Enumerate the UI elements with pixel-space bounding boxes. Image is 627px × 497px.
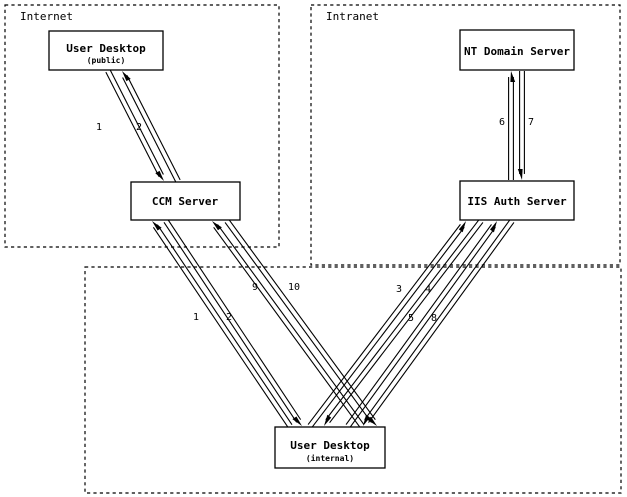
arrow-head-flow-7 [517, 169, 523, 180]
node-user-desktop-internal[interactable]: User Desktop(internal) [274, 426, 386, 469]
flow-flow-2-internal [163, 219, 302, 426]
node-nt-domain-server[interactable]: NT Domain Server [459, 29, 575, 71]
step-label-flow-10: 10 [288, 282, 300, 293]
arrow-head-flow-4 [324, 414, 332, 426]
flow-flow-8 [363, 219, 515, 426]
flow-flow-2-public [122, 71, 181, 183]
zone-label-intranet: Intranet [326, 10, 379, 23]
node-box-nt-domain-server[interactable] [459, 29, 575, 71]
zone-boundaries-group: Internet Intranet [4, 4, 622, 494]
node-ccm-server[interactable]: CCM Server [130, 181, 241, 221]
node-label-iis-auth-server: IIS Auth Server [467, 195, 567, 208]
step-label-flow-3: 3 [396, 284, 402, 295]
arrow-head-flow-5 [490, 221, 497, 233]
flow-step-labels-group: 1 2 1 2 9 10 3 4 5 8 6 7 [96, 117, 534, 324]
arrow-head-flow-9 [212, 221, 222, 231]
zone-boundary-intranet [310, 4, 621, 266]
flow-flow-3 [307, 221, 466, 428]
node-label-nt-domain-server: NT Domain Server [464, 45, 570, 58]
step-label-flow-8: 8 [431, 313, 437, 324]
arrow-head-flow-8 [363, 414, 370, 426]
node-box-ccm-server[interactable] [130, 181, 241, 221]
node-label-user-desktop-internal: User Desktop [290, 439, 370, 452]
node-label-user-desktop-public: User Desktop [66, 42, 146, 55]
flow-arrows-group [105, 69, 525, 428]
arrow-head-flow-6 [510, 71, 516, 82]
step-label-flow-5: 5 [408, 313, 414, 324]
flow-flow-1-public [105, 69, 164, 181]
step-label-flow-2-internal: 2 [226, 312, 232, 323]
node-box-user-desktop-internal[interactable] [274, 426, 386, 469]
flow-flow-1-internal [152, 221, 293, 428]
node-user-desktop-public[interactable]: User Desktop(public) [48, 30, 164, 71]
flow-flow-4 [324, 219, 484, 426]
step-label-flow-7: 7 [528, 117, 534, 128]
arrow-head-flow-2-internal [292, 416, 302, 426]
arrow-head-flow-2-public [122, 71, 131, 82]
flow-flow-5 [345, 221, 497, 428]
arrow-head-flow-3 [458, 221, 466, 233]
flow-flow-9 [212, 221, 365, 428]
step-label-flow-2-public: 2 [136, 122, 142, 133]
step-label-flow-1-public: 1 [96, 122, 102, 133]
node-box-user-desktop-public[interactable] [48, 30, 164, 71]
zone-label-internet: Internet [20, 10, 73, 23]
zone-boundary-internet [4, 4, 280, 248]
zone-boundary-internal-lan [84, 266, 622, 494]
arrow-head-flow-1-internal [152, 221, 162, 231]
node-label-ccm-server: CCM Server [152, 195, 219, 208]
flow-flow-10 [224, 219, 377, 426]
arrow-head-flow-1-public [155, 170, 164, 181]
step-label-flow-1-internal: 1 [193, 312, 199, 323]
node-iis-auth-server[interactable]: IIS Auth Server [459, 180, 575, 221]
flow-flow-6 [508, 71, 516, 180]
arrow-head-flow-10 [367, 416, 377, 426]
step-label-flow-6: 6 [499, 117, 505, 128]
node-box-iis-auth-server[interactable] [459, 180, 575, 221]
node-sublabel-user-desktop-internal: (internal) [306, 453, 354, 463]
flow-flow-7 [517, 71, 525, 180]
step-label-flow-9: 9 [252, 282, 258, 293]
node-sublabel-user-desktop-public: (public) [87, 55, 126, 65]
step-label-flow-4: 4 [425, 284, 431, 295]
